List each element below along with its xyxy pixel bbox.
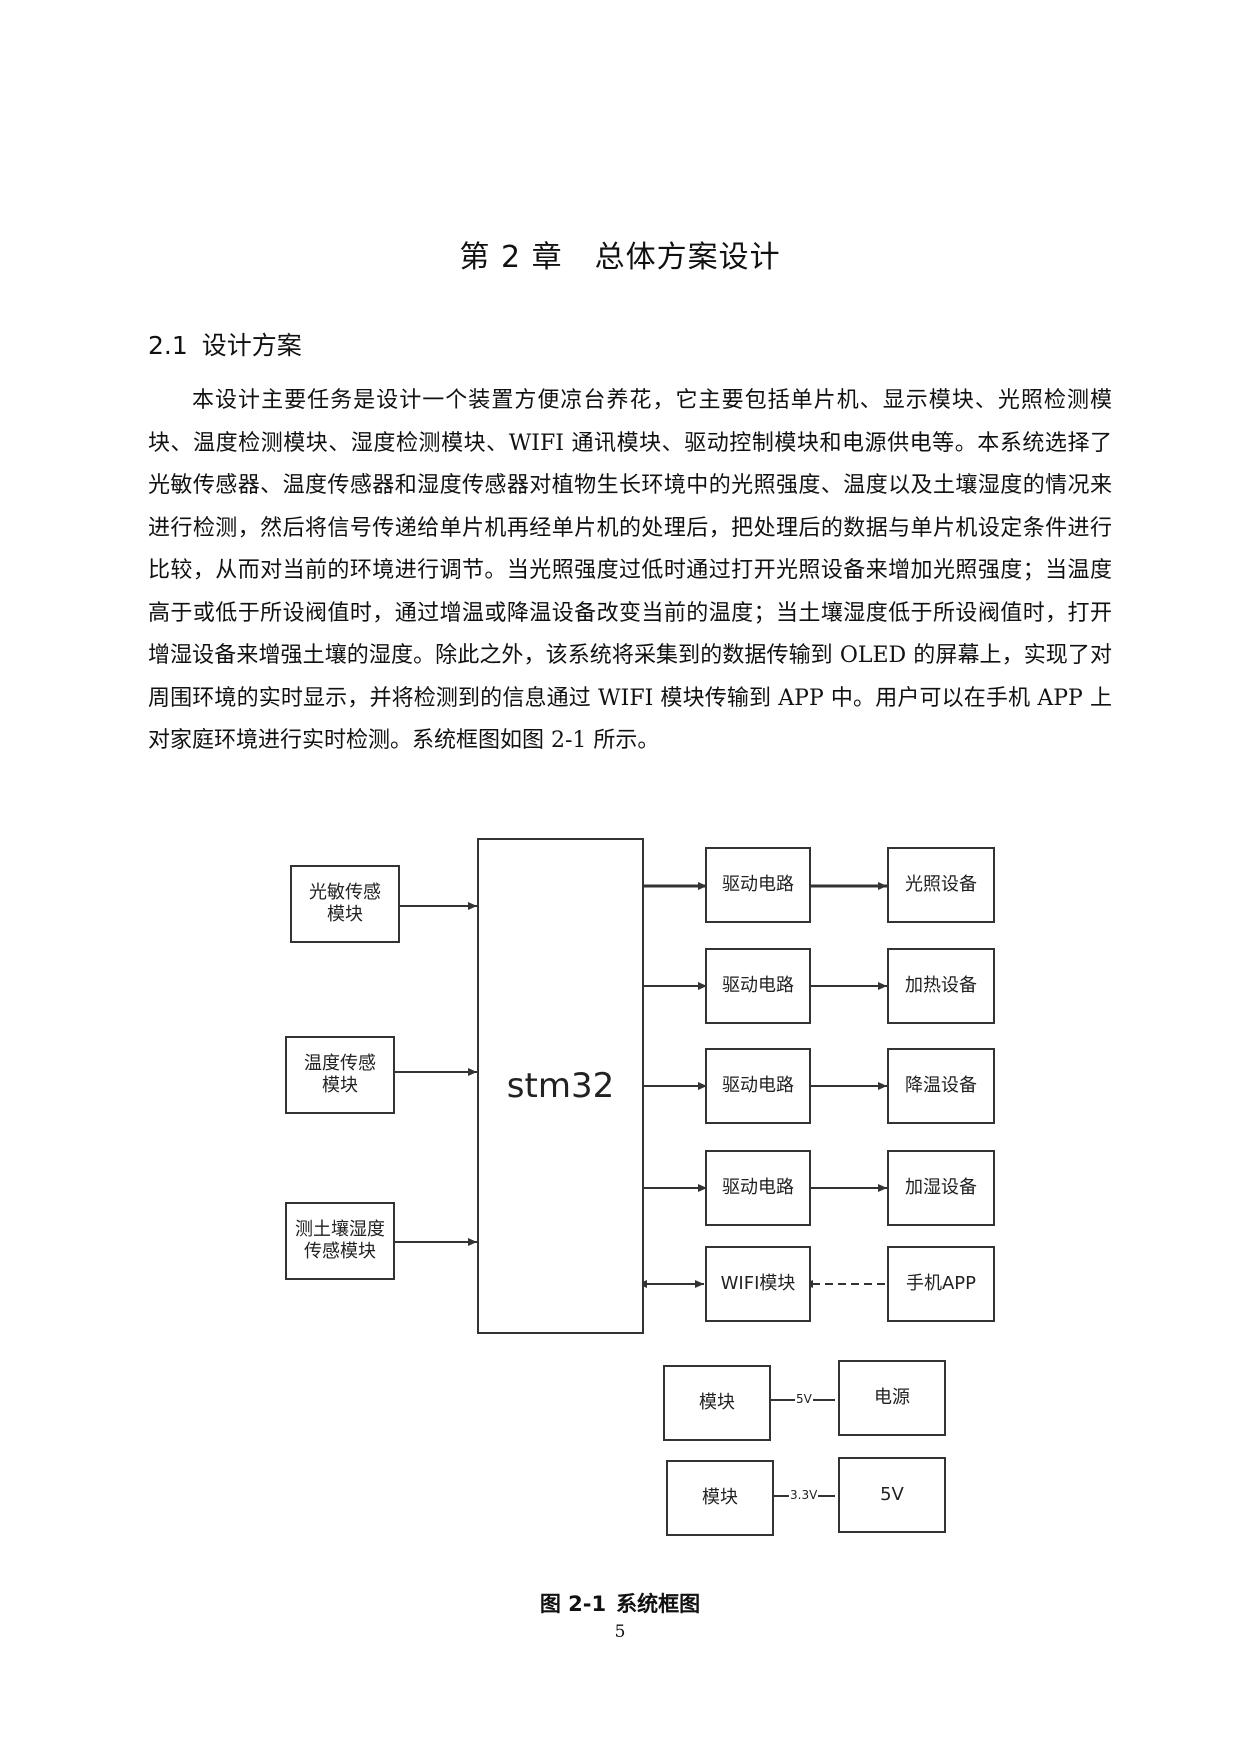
voltage-label-5v: 5V (795, 1392, 813, 1406)
section-number: 2.1 (148, 331, 188, 360)
lighting-device: 光照设备 (887, 847, 995, 923)
temperature-sensor-module: 温度传感模块 (285, 1036, 395, 1114)
body-text: 本设计主要任务是设计一个装置方便凉台养花，它主要包括单片机、显示模块、光照检测模… (148, 380, 1112, 763)
heating-device: 加热设备 (887, 948, 995, 1024)
wifi-module: WIFI模块 (705, 1246, 811, 1322)
cooling-device: 降温设备 (887, 1048, 995, 1124)
driver-circuit-1: 驱动电路 (705, 847, 811, 923)
power-module-3v3: 模块 (666, 1460, 774, 1536)
soil-humidity-sensor-module: 测土壤湿度传感模块 (285, 1202, 395, 1280)
section-name: 设计方案 (201, 331, 302, 360)
chapter-title: 第 2 章总体方案设计 (0, 232, 1240, 276)
power-source-5v: 5V (838, 1457, 946, 1533)
figure-title: 系统框图 (616, 1592, 701, 1616)
body-paragraph: 本设计主要任务是设计一个装置方便凉台养花，它主要包括单片机、显示模块、光照检测模… (148, 388, 1112, 753)
mobile-app: 手机APP (887, 1246, 995, 1322)
figure-number: 图 2-1 (539, 1592, 607, 1616)
mcu-stm32: stm32 (477, 838, 644, 1334)
page-number: 5 (614, 1622, 626, 1642)
light-sensor-module: 光敏传感模块 (290, 865, 400, 943)
voltage-label-3v3: 3.3V (789, 1488, 819, 1502)
power-source: 电源 (838, 1360, 946, 1436)
humidifying-device: 加湿设备 (887, 1150, 995, 1226)
chapter-number: 第 2 章 (459, 240, 563, 275)
figure-caption: 图 2-1 系统框图 (0, 1588, 1240, 1618)
power-module-5v: 模块 (663, 1365, 771, 1441)
driver-circuit-2: 驱动电路 (705, 948, 811, 1024)
system-block-diagram: 光敏传感模块 温度传感模块 测土壤湿度传感模块 stm32 驱动电路 驱动电路 … (280, 830, 1000, 1570)
section-title: 2.1 设计方案 (148, 326, 302, 362)
chapter-name: 总体方案设计 (594, 240, 781, 275)
driver-circuit-3: 驱动电路 (705, 1048, 811, 1124)
driver-circuit-4: 驱动电路 (705, 1150, 811, 1226)
